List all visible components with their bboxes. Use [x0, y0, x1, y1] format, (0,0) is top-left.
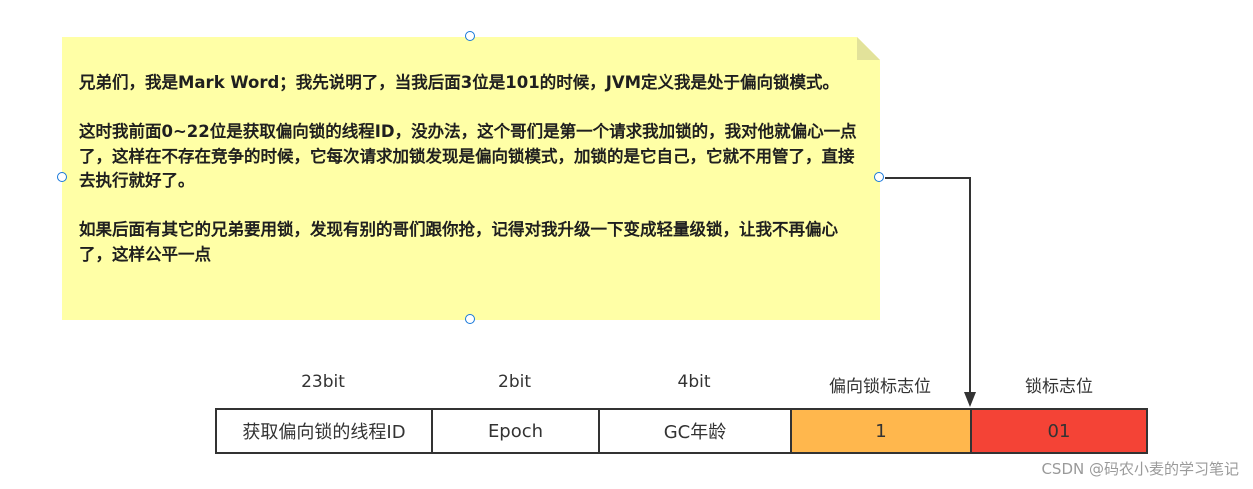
resize-handle-top[interactable]: [465, 31, 475, 41]
cell-gc-age: GC年龄: [598, 408, 792, 454]
resize-handle-right[interactable]: [874, 172, 884, 182]
resize-handle-bottom[interactable]: [465, 314, 475, 324]
arrowhead-icon: [964, 392, 976, 407]
note-paragraph-3: 如果后面有其它的兄弟要用锁，发现有别的哥们跟你抢，记得对我升级一下变成轻量级锁，…: [79, 220, 838, 264]
header-epoch-bits: 2bit: [498, 372, 531, 392]
header-biased-flag: 偏向锁标志位: [829, 377, 931, 397]
cell-lock-flag: 01: [970, 408, 1148, 454]
watermark: CSDN @码农小麦的学习笔记: [1041, 460, 1239, 478]
note-text: 兄弟们，我是Mark Word；我先说明了，当我后面3位是101的时候，JVM定…: [79, 71, 869, 267]
sticky-note[interactable]: [62, 37, 880, 320]
note-paragraph-2: 这时我前面0~22位是获取偏向锁的线程ID，没办法，这个哥们是第一个请求我加锁的…: [79, 122, 857, 190]
cell-epoch: Epoch: [431, 408, 600, 454]
header-gc-age-bits: 4bit: [677, 372, 711, 392]
cell-thread-id: 获取偏向锁的线程ID: [215, 408, 433, 454]
header-thread-id-bits: 23bit: [301, 372, 345, 392]
resize-handle-left[interactable]: [57, 172, 67, 182]
note-paragraph-1: 兄弟们，我是Mark Word；我先说明了，当我后面3位是101的时候，JVM定…: [79, 73, 840, 92]
cell-biased-flag: 1: [790, 408, 972, 454]
header-lock-flag: 锁标志位: [1025, 377, 1093, 397]
